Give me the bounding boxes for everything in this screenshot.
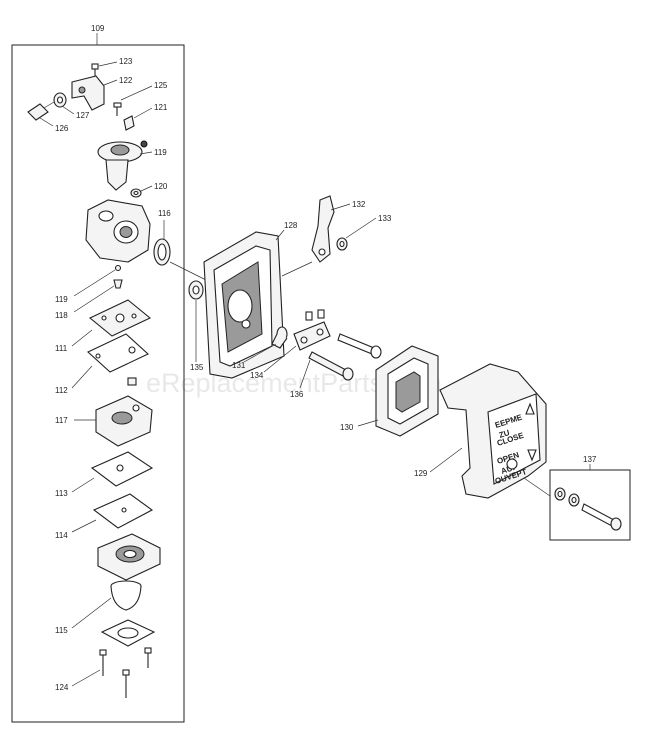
part-120-washer xyxy=(130,188,142,198)
label-123: 123 xyxy=(119,57,133,66)
label-133: 133 xyxy=(378,214,392,223)
part-128-air-cleaner-base xyxy=(203,231,285,379)
part-carburetor-body xyxy=(85,199,151,263)
label-130: 130 xyxy=(340,423,354,432)
part-112-diaphragm xyxy=(87,333,149,373)
label-113: 113 xyxy=(55,489,68,498)
part-126-screw xyxy=(27,101,55,121)
label-125: 125 xyxy=(154,81,168,90)
label-126: 126 xyxy=(55,124,69,133)
label-136: 136 xyxy=(290,390,304,399)
part-bolt-upper xyxy=(337,333,382,359)
label-116: 116 xyxy=(158,209,171,218)
part-111-gasket xyxy=(88,299,152,337)
part-132-choke-lever xyxy=(311,195,335,263)
label-117: 117 xyxy=(55,416,68,425)
part-113-gasket xyxy=(90,451,154,487)
part-115-primer-bulb xyxy=(110,580,142,611)
part-130-air-filter xyxy=(375,345,439,437)
label-131: 131 xyxy=(232,361,246,370)
label-132: 132 xyxy=(352,200,366,209)
label-127: 127 xyxy=(76,111,90,120)
label-119-top: 119 xyxy=(154,148,167,157)
part-121-clip xyxy=(123,115,135,131)
choke-knob-icon xyxy=(506,458,518,470)
part-134-plate xyxy=(293,309,331,351)
label-109: 109 xyxy=(91,24,105,33)
label-118: 118 xyxy=(55,311,68,320)
arrow-up-icon xyxy=(525,402,535,415)
label-115: 115 xyxy=(55,626,68,635)
part-119-check-ball xyxy=(114,264,122,272)
arrow-down-icon xyxy=(527,449,537,462)
label-135: 135 xyxy=(190,363,204,372)
label-112: 112 xyxy=(55,386,68,395)
part-117-pump-body xyxy=(95,377,153,447)
label-128: 128 xyxy=(284,221,298,230)
part-114-diaphragm xyxy=(92,493,154,529)
label-111: 111 xyxy=(55,344,68,353)
label-121: 121 xyxy=(154,103,168,112)
label-129: 129 xyxy=(414,469,428,478)
part-primer-retainer xyxy=(100,619,156,647)
part-137-bolt-kit xyxy=(554,487,622,531)
part-118-valve xyxy=(113,279,123,289)
part-122-bracket xyxy=(71,75,105,111)
label-120: 120 xyxy=(154,182,168,191)
part-136-bolt xyxy=(308,351,354,381)
part-135-grommet xyxy=(188,280,204,300)
part-124-screws xyxy=(99,647,152,698)
label-119-bottom: 119 xyxy=(55,295,68,304)
part-127-nut xyxy=(53,92,67,108)
label-137: 137 xyxy=(583,455,597,464)
part-pump-cover xyxy=(97,533,161,581)
label-122: 122 xyxy=(119,76,133,85)
part-116-gasket xyxy=(153,238,171,266)
carburetor-assembly-frame xyxy=(11,44,185,723)
label-134: 134 xyxy=(250,371,264,380)
part-119-throttle-lever xyxy=(97,140,148,191)
label-124: 124 xyxy=(55,683,69,692)
label-114: 114 xyxy=(55,531,68,540)
part-125-screw xyxy=(113,102,122,116)
part-133-washer xyxy=(336,237,348,251)
cover-text-2: ZU xyxy=(498,428,511,440)
part-129-air-cleaner-cover: EEPME ZU CLOSE OPEN AUF OUVEPT xyxy=(439,363,547,499)
